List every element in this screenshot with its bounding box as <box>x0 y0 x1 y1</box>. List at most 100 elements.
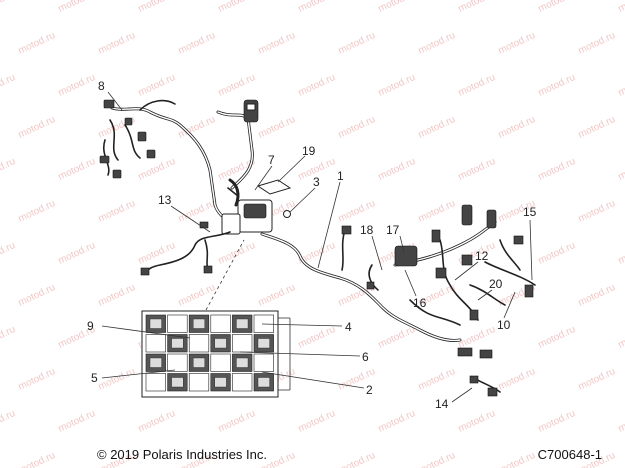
relay-slot-face <box>257 338 270 349</box>
relay-slot-face <box>257 377 270 388</box>
watermark-text: motod.ru <box>57 408 97 435</box>
watermark-text: motod.ru <box>0 324 17 351</box>
watermark-text: motod.ru <box>17 30 57 57</box>
watermark-text: motod.ru <box>497 366 537 393</box>
watermark-text: motod.ru <box>617 156 625 183</box>
watermark-text: motod.ru <box>137 72 177 99</box>
relay-slot-face <box>192 357 205 368</box>
watermark-text: motod.ru <box>377 156 417 183</box>
watermark-text: motod.ru <box>537 72 577 99</box>
watermark-text: motod.ru <box>337 450 377 468</box>
relay-slot-face <box>171 377 184 388</box>
callout-10: 10 <box>497 318 511 332</box>
watermark-text: motod.ru <box>577 114 617 141</box>
fuse-slot <box>210 353 231 372</box>
relay-slot-face <box>214 338 227 349</box>
fuse-slot <box>145 334 166 353</box>
watermark-text: motod.ru <box>417 30 457 57</box>
watermark-text: motod.ru <box>457 0 497 15</box>
watermark-text: motod.ru <box>577 366 617 393</box>
watermark-text: motod.ru <box>577 198 617 225</box>
watermark-text: motod.ru <box>337 198 377 225</box>
harness-branch-upper-left <box>99 99 259 228</box>
watermark-text: motod.ru <box>497 114 537 141</box>
watermark-text: motod.ru <box>257 30 297 57</box>
watermark-text: motod.ru <box>337 30 377 57</box>
callout-18: 18 <box>360 223 374 237</box>
watermark-text: motod.ru <box>417 114 457 141</box>
watermark-text: motod.ru <box>57 72 97 99</box>
fuse-slot <box>232 373 253 392</box>
watermark-text: motod.ru <box>137 156 177 183</box>
watermark-text: motod.ru <box>0 0 17 15</box>
watermark-text: motod.ru <box>377 408 417 435</box>
callout-19: 19 <box>302 144 316 158</box>
callout-16: 16 <box>413 296 427 310</box>
watermark-text: motod.ru <box>377 0 417 15</box>
watermark-text: motod.ru <box>537 324 577 351</box>
fuse-slot <box>232 334 253 353</box>
watermark-text: motod.ru <box>617 72 625 99</box>
watermark-text: motod.ru <box>297 324 337 351</box>
callout-9: 9 <box>87 319 94 333</box>
fuse-slot <box>167 314 188 333</box>
callout-14: 14 <box>435 397 449 411</box>
watermark-text: motod.ru <box>417 450 457 468</box>
copyright-notice: © 2019 Polaris Industries Inc. <box>97 447 267 462</box>
watermark-text: motod.ru <box>57 156 97 183</box>
watermark-text: motod.ru <box>537 156 577 183</box>
watermark-text: motod.ru <box>97 198 137 225</box>
fuse-slot <box>188 334 210 353</box>
fuse-slot <box>253 353 274 372</box>
watermark-text: motod.ru <box>457 324 497 351</box>
fuse-slot <box>188 373 210 392</box>
callout-8: 8 <box>98 79 105 93</box>
watermark-text: motod.ru <box>577 282 617 309</box>
fuse-slot <box>210 314 231 333</box>
central-module-assembly <box>221 178 292 235</box>
harness-branch-lower-left <box>140 221 231 276</box>
watermark-text: motod.ru <box>57 0 97 15</box>
watermark-text: motod.ru <box>17 198 57 225</box>
callout-3: 3 <box>313 175 320 189</box>
watermark-text: motod.ru <box>537 240 577 267</box>
watermark-text: motod.ru <box>0 408 17 435</box>
watermark-text: motod.ru <box>617 324 625 351</box>
callout-13: 13 <box>158 193 172 207</box>
watermark-text: motod.ru <box>0 240 17 267</box>
callout-labels: 1 2 3 4 5 6 7 8 9 10 12 13 14 15 16 17 1… <box>87 79 537 411</box>
watermark-text: motod.ru <box>137 408 177 435</box>
relay-slot-face <box>192 318 205 329</box>
watermark-text: motod.ru <box>257 282 297 309</box>
fuse-slot <box>145 373 166 392</box>
watermark-text: motod.ru <box>297 72 337 99</box>
watermark-text: motod.ru <box>617 0 625 15</box>
watermark-text: motod.ru <box>97 366 137 393</box>
watermark-text: motod.ru <box>617 408 625 435</box>
watermark-text: motod.ru <box>457 408 497 435</box>
relay-slot-face <box>171 338 184 349</box>
detail-leader-dashed <box>205 239 245 311</box>
drawing-number: C700648-1 <box>537 447 602 462</box>
watermark-text: motod.ru <box>457 72 497 99</box>
callout-2: 2 <box>366 383 373 397</box>
watermark-text: motod.ru <box>377 324 417 351</box>
watermark-text: motod.ru <box>297 0 337 15</box>
relay-slot-face <box>149 318 162 329</box>
watermark-text: motod.ru <box>17 366 57 393</box>
watermark-text: motod.ru <box>0 156 17 183</box>
callout-7: 7 <box>268 153 275 167</box>
watermark-text: motod.ru <box>577 30 617 57</box>
watermark-text: motod.ru <box>537 408 577 435</box>
watermark-text: motod.ru <box>17 282 57 309</box>
watermark-text: motod.ru <box>97 30 137 57</box>
callout-20: 20 <box>489 277 503 291</box>
watermark-text: motod.ru <box>57 240 97 267</box>
watermark-text: motod.ru <box>617 240 625 267</box>
main-harness-trunk <box>260 225 462 342</box>
relay-slot-face <box>236 357 249 368</box>
harness-branch-right <box>393 204 536 397</box>
watermark-text: motod.ru <box>497 30 537 57</box>
